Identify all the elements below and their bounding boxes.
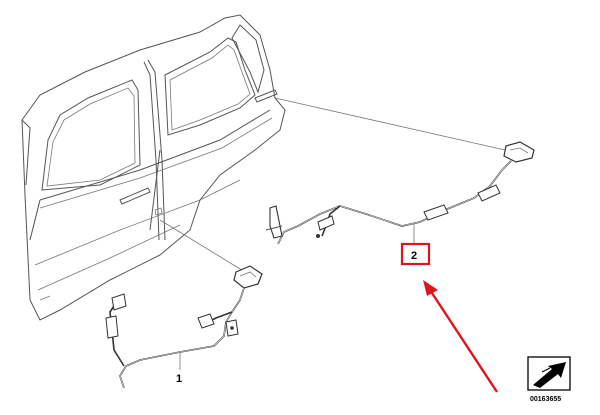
leader-lines [159,97,506,273]
red-pointer-arrow [423,280,499,393]
callout-2-label: 2 [411,250,417,262]
callout-2-highlight-box [400,242,431,266]
wiring-harness-part-2 [265,141,535,245]
document-id: 00163655 [530,396,561,403]
callout-2: 2 [400,224,431,266]
car-door-illustration [21,14,286,321]
wiring-harness-part-1 [105,265,263,389]
callout-1: 1 [176,352,182,385]
arrow-box-icon [527,356,571,391]
callout-1-label: 1 [176,373,182,385]
